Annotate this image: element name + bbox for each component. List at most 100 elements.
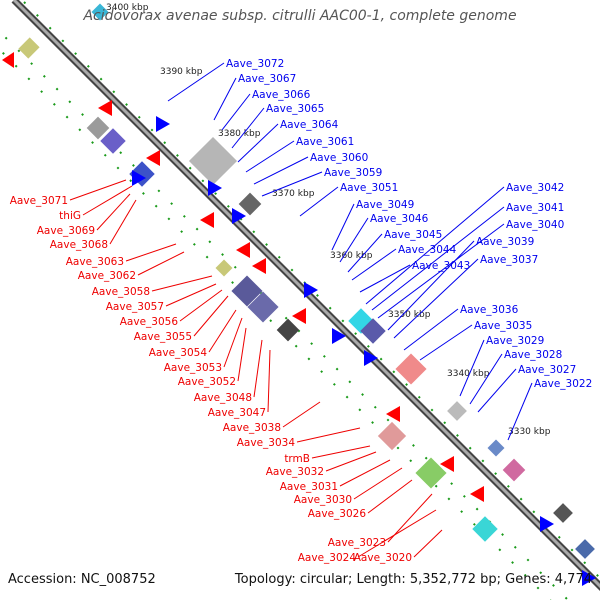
reverse-gene-leader-line	[353, 467, 403, 500]
feature-block	[91, 3, 109, 21]
reverse-gene-leader-line	[357, 509, 437, 558]
scale-mark-label: 3360 kbp	[330, 251, 373, 261]
reverse-gene-leader-line	[125, 243, 177, 262]
feature-block	[247, 291, 279, 323]
forward-gene-label: Aave_3036	[460, 304, 519, 316]
forward-gene-leader-line	[299, 186, 339, 217]
reverse-gene-label: Aave_3054	[149, 347, 208, 359]
reverse-gene-label: Aave_3034	[237, 437, 296, 449]
reverse-gene-leader-line	[325, 451, 377, 472]
reverse-gene-leader-line	[413, 529, 443, 558]
topology-text: Topology: circular; Length: 5,352,772 bp…	[234, 572, 592, 587]
reverse-gene-label: Aave_3058	[92, 286, 150, 298]
forward-gene-arrow	[232, 208, 246, 224]
feature-block	[86, 116, 110, 140]
reverse-gene-leader-line	[339, 459, 391, 487]
feature-block	[360, 318, 386, 344]
reverse-gene-label: Aave_3069	[37, 225, 95, 237]
forward-gene-arrow	[582, 570, 596, 586]
reverse-gene-leader-line	[237, 327, 247, 382]
feature-block	[472, 516, 498, 542]
reverse-gene-label: Aave_3063	[66, 256, 124, 268]
forward-gene-labels: Aave_3072Aave_3067Aave_3066Aave_3065Aave…	[167, 58, 592, 441]
reverse-gene-leader-line	[253, 339, 263, 398]
reverse-gene-leader-line	[96, 193, 131, 231]
reverse-gene-label: Aave_3047	[208, 407, 266, 419]
forward-gene-leader-line	[237, 123, 279, 163]
feature-block	[215, 259, 233, 277]
reverse-gene-leader-line	[367, 479, 413, 514]
reverse-gene-label: Aave_3031	[280, 481, 338, 493]
feature-block	[447, 401, 467, 421]
reverse-gene-label: Aave_3057	[106, 301, 164, 313]
forward-gene-leader-line	[339, 217, 369, 263]
reverse-gene-label: Aave_3032	[266, 466, 324, 478]
forward-gene-leader-line	[365, 186, 505, 305]
forward-gene-leader-line	[377, 223, 505, 319]
scale-mark-label: 3330 kbp	[508, 427, 551, 437]
forward-gene-leader-line	[469, 353, 503, 405]
reverse-gene-label: thiG	[59, 210, 81, 222]
forward-gene-leader-line	[459, 339, 485, 397]
feature-block	[395, 353, 427, 385]
reverse-gene-arrow	[292, 308, 306, 324]
reverse-gene-leader-line	[137, 251, 185, 276]
forward-gene-arrow	[364, 350, 378, 366]
forward-gene-label: Aave_3044	[398, 244, 457, 256]
scale-mark-label: 3380 kbp	[218, 129, 261, 139]
forward-gene-label: Aave_3067	[238, 73, 296, 85]
reverse-gene-label: Aave_3020	[354, 552, 412, 564]
reverse-gene-leader-line	[267, 349, 271, 413]
reverse-gene-labels: Aave_3071thiGAave_3069Aave_3068Aave_3063…	[10, 179, 443, 564]
reverse-gene-label: Aave_3068	[50, 239, 108, 251]
forward-gene-leader-line	[245, 140, 295, 173]
forward-gene-leader-line	[347, 233, 383, 273]
forward-gene-label: Aave_3061	[296, 136, 354, 148]
forward-gene-label: Aave_3066	[252, 89, 311, 101]
reverse-gene-arrow	[236, 242, 250, 258]
scale-mark-label: 3390 kbp	[160, 67, 203, 77]
reverse-gene-label: Aave_3062	[78, 270, 136, 282]
reverse-gene-label: Aave_3024	[298, 552, 357, 564]
forward-gene-label: Aave_3035	[474, 320, 532, 332]
forward-gene-leader-line	[221, 93, 251, 131]
reverse-gene-arrow	[386, 406, 400, 422]
reverse-gene-label: Aave_3038	[223, 422, 281, 434]
forward-gene-label: Aave_3072	[226, 58, 284, 70]
reverse-gene-arrow	[470, 486, 484, 502]
forward-gene-arrow	[304, 282, 318, 298]
reverse-gene-arrow	[98, 100, 112, 116]
forward-gene-label: Aave_3027	[518, 364, 576, 376]
genome-title: Acidovorax avenae subsp. citrulli AAC00-…	[83, 8, 517, 24]
reverse-gene-arrow	[146, 150, 160, 166]
forward-gene-label: Aave_3029	[486, 335, 544, 347]
feature-block	[276, 318, 300, 342]
reverse-gene-leader-line	[223, 317, 243, 368]
forward-gene-label: Aave_3059	[324, 167, 382, 179]
feature-block	[553, 503, 573, 523]
feature-block	[487, 439, 505, 457]
reverse-gene-arrow	[252, 258, 266, 274]
forward-gene-label: Aave_3045	[384, 229, 442, 241]
reverse-gene-label: Aave_3023	[328, 537, 386, 549]
reverse-gene-arrow	[440, 456, 454, 472]
reverse-gene-leader-line	[193, 295, 229, 337]
reverse-gene-label: Aave_3026	[308, 508, 367, 520]
reverse-gene-leader-line	[82, 185, 133, 216]
forward-gene-leader-line	[387, 240, 475, 331]
scale-mark-label: 3350 kbp	[388, 310, 431, 320]
reverse-gene-leader-line	[151, 275, 213, 292]
forward-gene-label: Aave_3037	[480, 254, 538, 266]
feature-block	[377, 421, 407, 451]
reverse-gene-label: Aave_3053	[164, 362, 222, 374]
forward-gene-label: Aave_3040	[506, 219, 564, 231]
scale-mark-label: 3340 kbp	[447, 369, 490, 379]
forward-gene-leader-line	[507, 382, 533, 441]
reverse-gene-leader-line	[109, 199, 137, 245]
forward-gene-leader-line	[403, 308, 459, 351]
forward-gene-label: Aave_3064	[280, 119, 339, 131]
forward-gene-leader-line	[261, 171, 323, 197]
scale-mark-label: 3370 kbp	[272, 189, 315, 199]
